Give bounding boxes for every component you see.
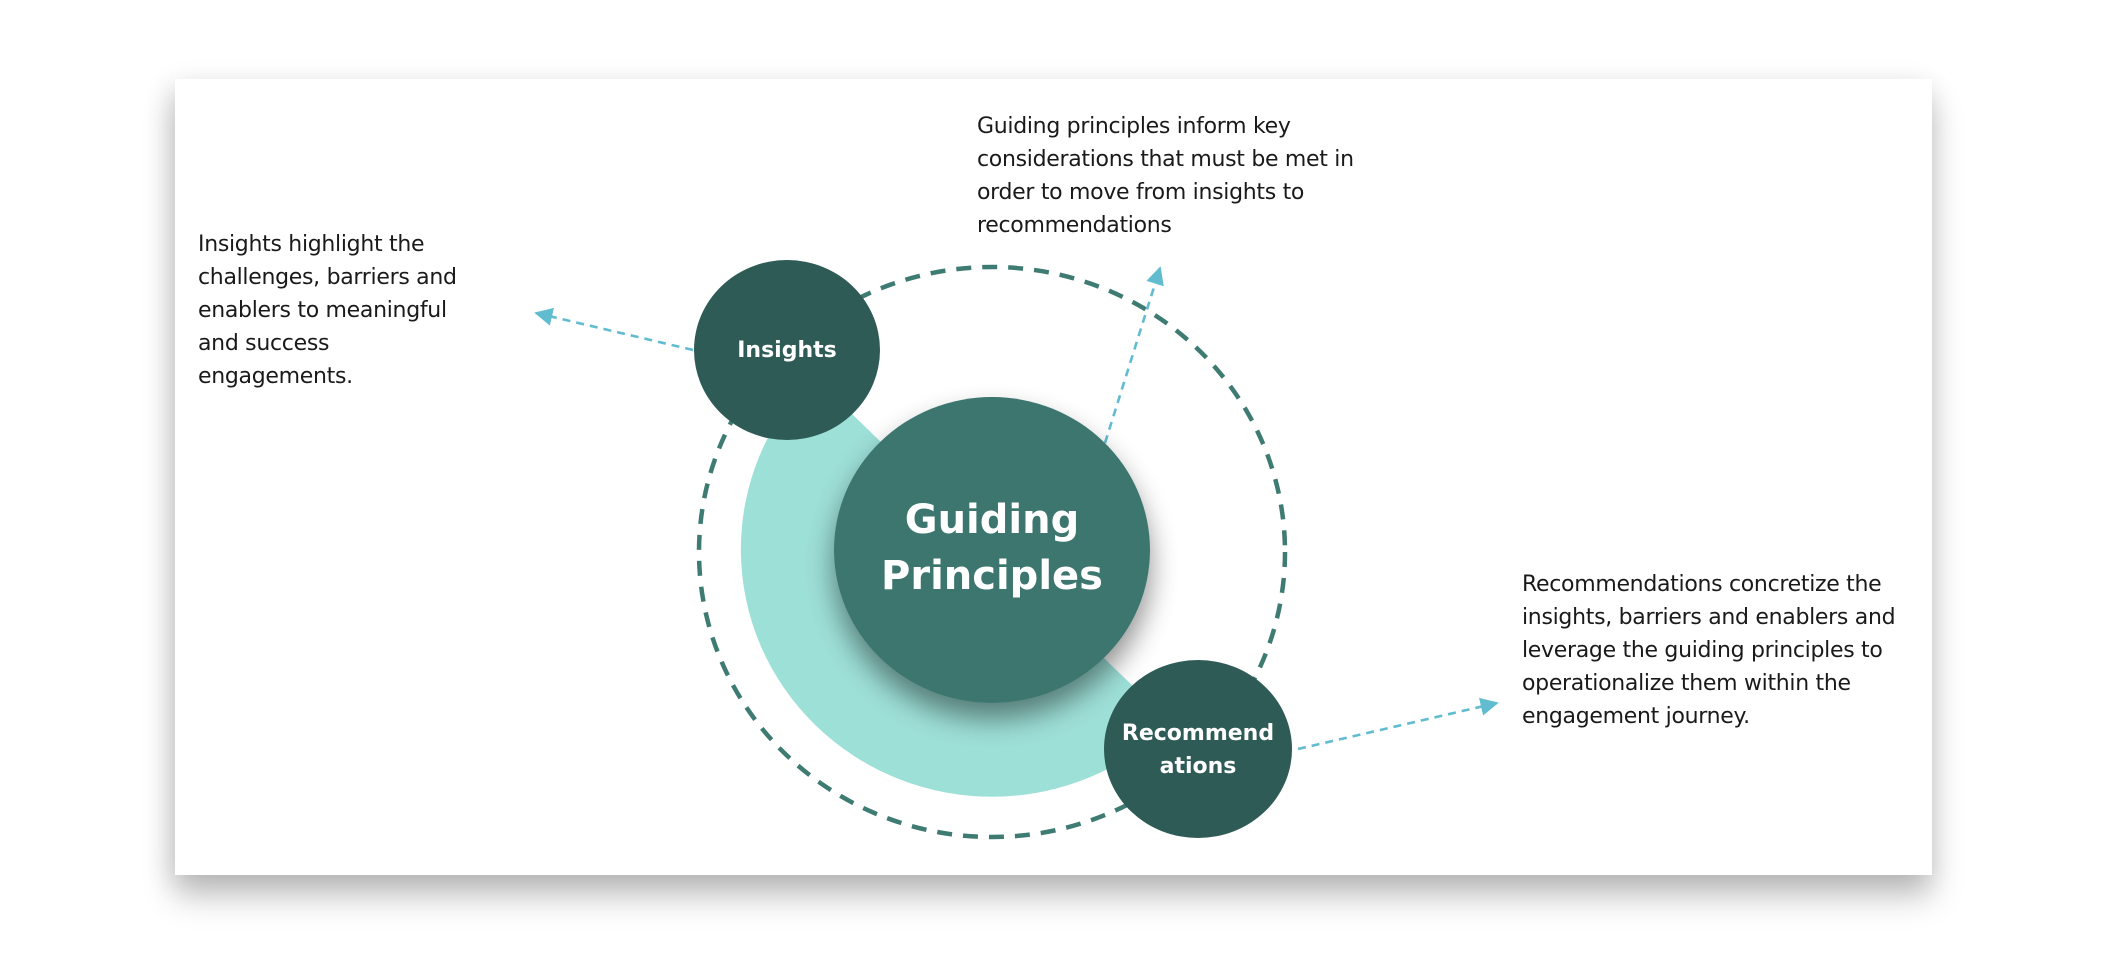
recommendations-description: Recommendations concretize the insights,…: [1522, 572, 1896, 729]
center-node-label-line2: Principles: [881, 553, 1103, 599]
recommendations-node-label-line1: Recommend: [1122, 721, 1274, 746]
arrow-to-insights-note: [534, 307, 694, 352]
dashed-orbit-ring: [696, 264, 1288, 840]
insights-node-label: Insights: [737, 338, 837, 363]
node-recommendations[interactable]: Recommend ations: [1104, 660, 1292, 838]
insights-description: Insights highlight the challenges, barri…: [198, 232, 457, 389]
arrow-to-recommendations-note: [1297, 697, 1499, 751]
node-insights[interactable]: Insights: [694, 260, 880, 440]
center-node-guiding-principles[interactable]: Guiding Principles: [834, 397, 1150, 703]
center-node-label-line1: Guiding: [905, 497, 1079, 543]
guiding-principles-description: Guiding principles inform key considerat…: [977, 114, 1354, 238]
arrow-to-guiding-note: [1103, 266, 1164, 444]
recommendations-node-label-line2: ations: [1160, 754, 1237, 779]
